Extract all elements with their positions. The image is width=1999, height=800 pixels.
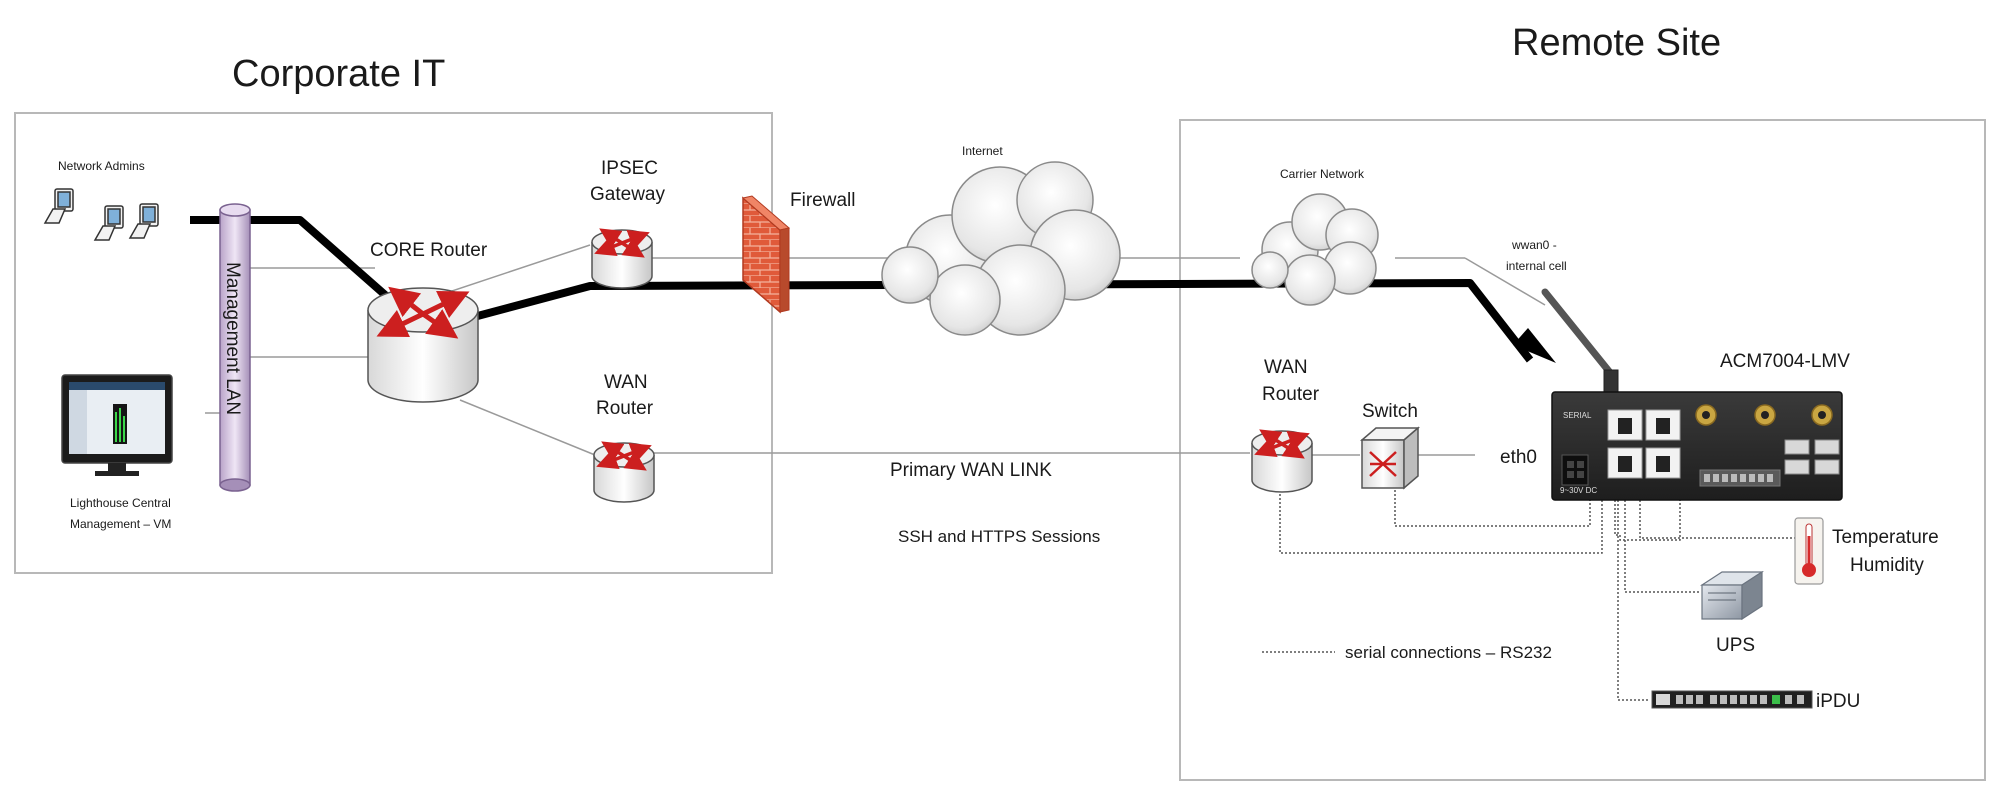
internet-label: Internet [962,144,1003,158]
device-serial-label: SERIAL [1563,411,1592,420]
firewall-label: Firewall [790,190,855,211]
ssh-https-sessions-label: SSH and HTTPS Sessions [898,527,1100,546]
switch-icon [1359,426,1421,490]
temperature-label: Temperature [1832,527,1939,548]
firewall-icon [741,195,791,314]
network-admins-icon [43,188,159,241]
remote-wan-router-label-line2: Router [1262,384,1320,405]
thin-links [205,244,1546,456]
core-router-icon [367,286,479,403]
management-tunnel-path [190,216,1534,363]
corp-wan-router-label-line1: WAN [604,372,648,393]
corporate-it-title: Corporate IT [232,53,445,95]
corp-wan-router-icon [593,441,655,503]
wwan0-label-line2: internal cell [1506,259,1567,273]
carrier-cloud-icon [1251,193,1379,306]
acm7004-device-icon: SERIAL 9~30V DC [1541,288,1843,501]
carrier-network-label: Carrier Network [1280,167,1365,181]
ipsec-gateway-icon [591,228,653,289]
remote-wan-router-icon [1251,429,1313,493]
lighthouse-monitor-icon [61,374,173,476]
ipdu-icon [1651,690,1813,709]
wwan0-label-line1: wwan0 - [1511,238,1557,252]
thermometer-icon [1794,517,1824,585]
management-lan-label: Management LAN [222,262,243,415]
ups-label: UPS [1716,635,1755,656]
network-admins-label: Network Admins [58,159,145,173]
lighthouse-label-line1: Lighthouse Central [70,496,171,510]
ups-icon [1699,570,1765,621]
ipsec-label-line1: IPSEC [601,158,658,179]
core-router-label: CORE Router [370,240,488,261]
remote-site-box [1179,119,1986,781]
remote-site-title: Remote Site [1512,22,1721,64]
corporate-it-box [14,112,773,574]
switch-label: Switch [1362,401,1418,422]
internet-cloud-icon [881,161,1121,336]
remote-wan-router-label-line1: WAN [1264,357,1308,378]
tunnel-arrow-head [1513,328,1556,363]
ipsec-label-line2: Gateway [590,184,665,205]
serial-legend-label: serial connections – RS232 [1345,643,1552,662]
ipdu-label: iPDU [1816,691,1860,712]
device-power-label: 9~30V DC [1560,486,1597,495]
serial-connections [1262,478,1800,701]
management-lan-pipe [219,203,251,492]
eth0-label: eth0 [1500,447,1537,468]
primary-wan-link-label: Primary WAN LINK [890,460,1052,481]
corp-wan-router-label-line2: Router [596,398,654,419]
lighthouse-label-line2: Management – VM [70,517,171,531]
acm-device-name: ACM7004-LMV [1720,351,1850,372]
humidity-label: Humidity [1850,555,1924,576]
